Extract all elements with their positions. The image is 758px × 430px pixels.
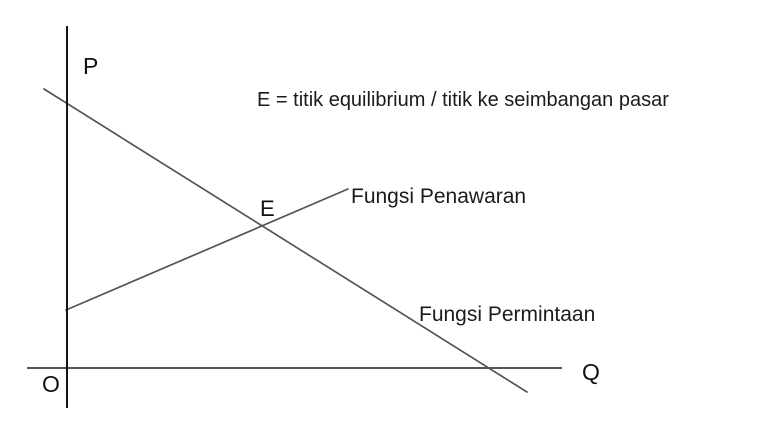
quantity-axis-label: Q [582,359,600,385]
supply-curve-label: Fungsi Penawaran [351,185,527,208]
equilibrium-point-label: E [260,196,275,221]
supply-curve-line [65,188,349,311]
origin-label: O [42,371,60,397]
demand-curve-label: Fungsi Permintaan [419,303,596,326]
equilibrium-note-text: E = titik equilibrium / titik ke seimban… [257,89,669,111]
demand-curve-line [43,88,528,393]
price-axis-label: P [83,53,99,79]
